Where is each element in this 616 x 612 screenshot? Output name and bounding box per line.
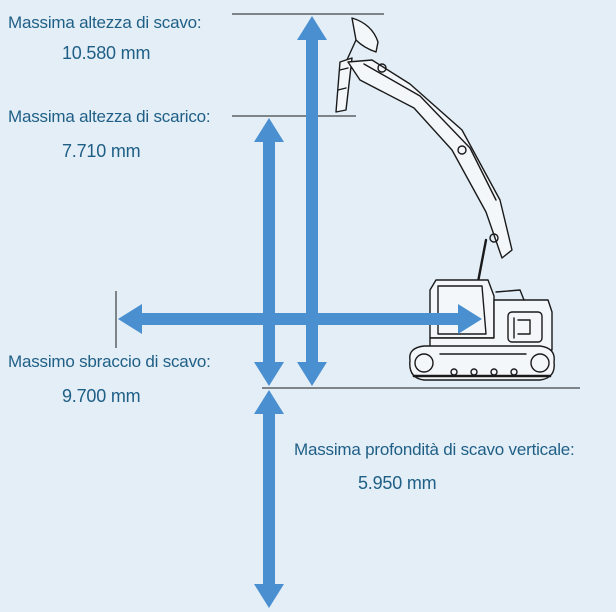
boom-icon — [347, 59, 513, 259]
dimension-arrows — [118, 16, 482, 608]
arm-icon — [335, 57, 353, 113]
dig-reach-label: Massimo sbraccio di scavo: — [8, 352, 211, 371]
dig-height-arrow — [297, 16, 327, 386]
dig-reach-value: 9.700 mm — [62, 386, 141, 406]
dig-height-value: 10.580 mm — [62, 43, 151, 63]
excavator-icon — [335, 17, 555, 381]
dig-height-label: Massima altezza di scavo: — [8, 13, 202, 32]
boom-cylinder-icon — [476, 238, 488, 284]
dump-height-value: 7.710 mm — [62, 141, 141, 161]
dump-height-arrow — [254, 118, 284, 386]
reference-lines — [115, 13, 580, 389]
vertical-dig-depth-arrow — [254, 390, 284, 608]
bucket-icon — [351, 17, 379, 53]
dump-height-label: Massima altezza di scarico: — [8, 107, 211, 126]
dig-reach-arrow — [118, 304, 482, 334]
vertical-dig-depth-label: Massima profondità di scavo verticale: — [294, 440, 575, 459]
vertical-dig-depth-value: 5.950 mm — [358, 473, 437, 493]
